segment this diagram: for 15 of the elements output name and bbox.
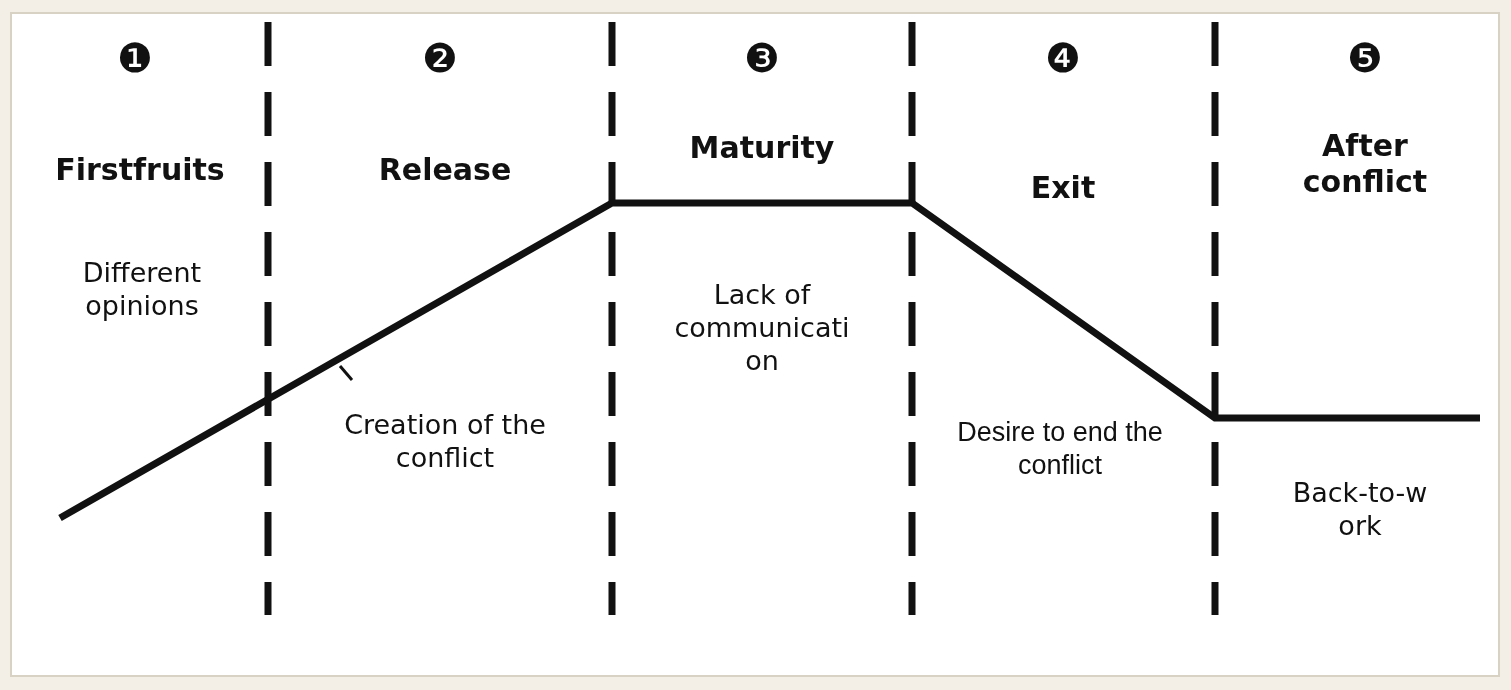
phase-heading: Firstfruits (54, 152, 226, 188)
step-number: ❸ (743, 36, 781, 80)
step-number: ❷ (421, 36, 459, 80)
step-number: ❶ (116, 36, 154, 80)
phase-description: Creation of the conflict (343, 408, 547, 474)
phase-description: Lack of communicati on (673, 278, 851, 377)
phase-description: Back-to-w ork (1291, 476, 1429, 542)
phase-heading: Maturity (688, 130, 836, 166)
step-number: ❺ (1346, 36, 1384, 80)
phase-heading: After conflict (1301, 128, 1429, 200)
step-number: ❹ (1044, 36, 1082, 80)
phase-heading: Exit (1029, 170, 1097, 206)
phase-description: Desire to end the conflict (956, 416, 1164, 482)
phase-heading: Release (377, 152, 513, 188)
phase-description: Different opinions (81, 256, 203, 322)
